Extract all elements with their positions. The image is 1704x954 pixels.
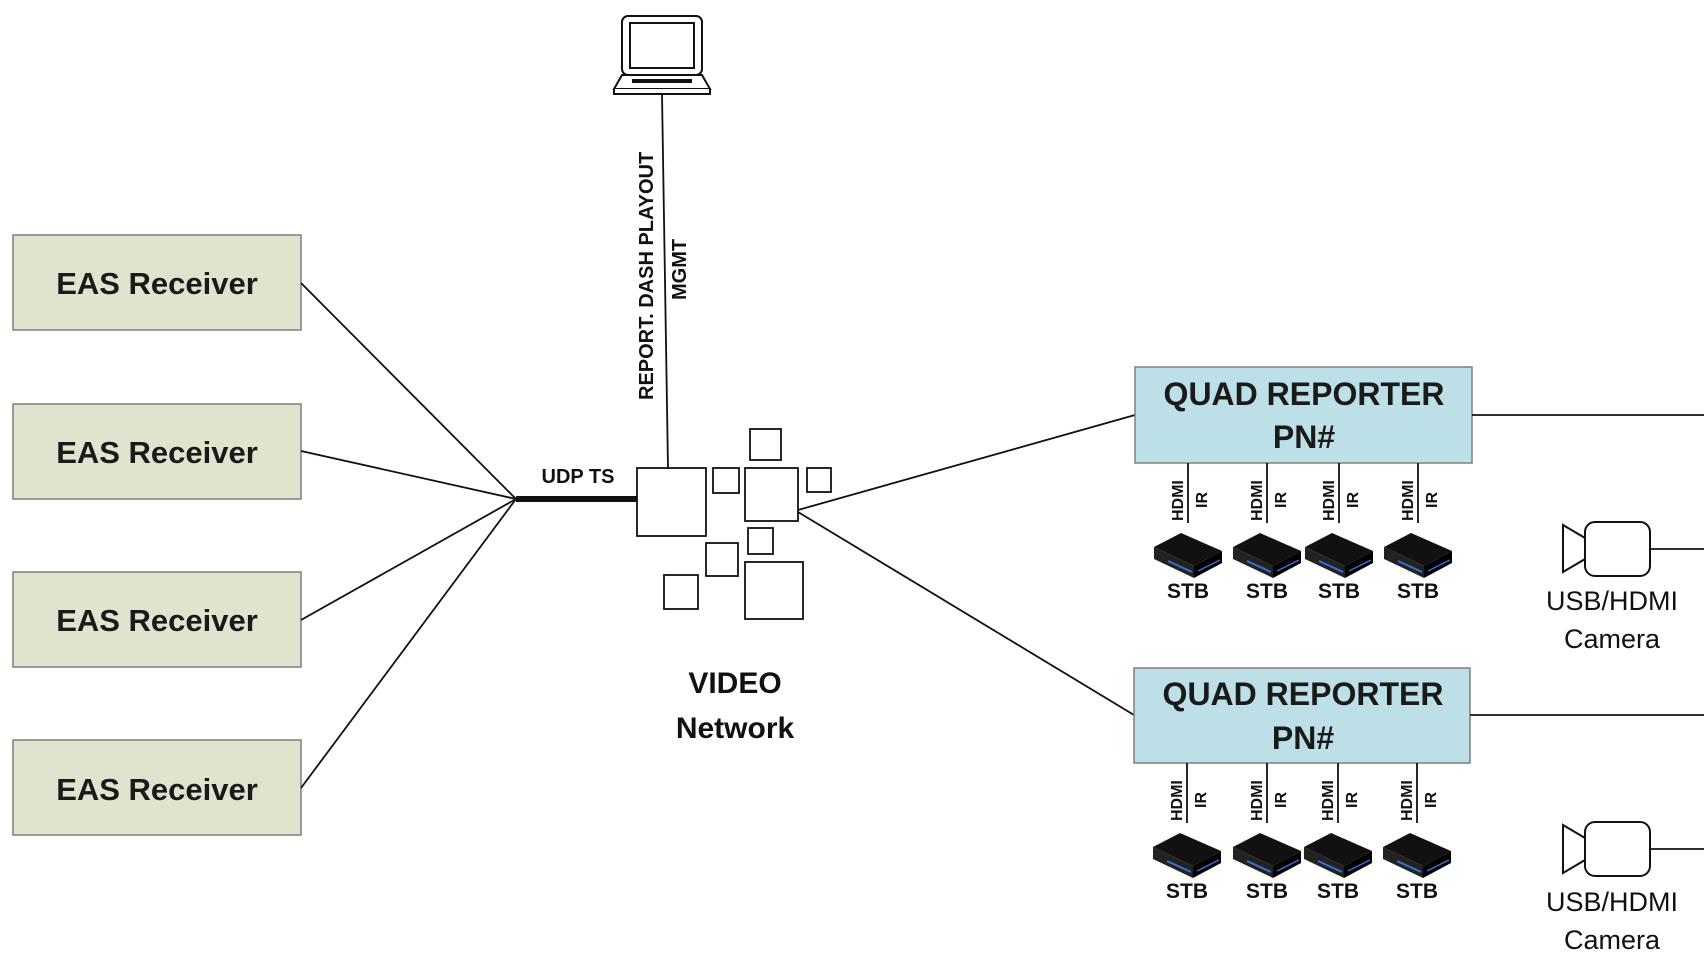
stb-label: STB <box>1317 880 1359 903</box>
quad-reporter-pn: PN# <box>1273 419 1335 455</box>
stb-icon[interactable] <box>1233 533 1301 578</box>
hdmi-label: HDMI <box>1170 480 1187 521</box>
ir-label: IR <box>1193 792 1210 808</box>
eas-receiver-label: EAS Receiver <box>56 772 258 807</box>
stb-icon[interactable] <box>1305 533 1373 578</box>
laptop-link-label-line2: MGMT <box>669 239 691 300</box>
stb-label: STB <box>1167 580 1209 603</box>
network-label-line2: Network <box>676 712 795 745</box>
hdmi-label: HDMI <box>1400 480 1417 521</box>
eas-receiver-label: EAS Receiver <box>56 603 258 638</box>
quad-reporter-title: QUAD REPORTER <box>1163 676 1444 712</box>
laptop-link-label-line1: REPORT. DASH PLAYOUT <box>636 152 658 400</box>
ir-label: IR <box>1424 492 1441 508</box>
stb-label: STB <box>1246 880 1288 903</box>
hdmi-label: HDMI <box>1321 480 1338 521</box>
ir-label: IR <box>1345 492 1362 508</box>
hdmi-label: HDMI <box>1249 780 1266 821</box>
camera-label-line1: USB/HDMI <box>1546 586 1678 616</box>
quad-reporter-2[interactable]: QUAD REPORTER PN# <box>1133 667 1471 764</box>
eas-receiver-3[interactable]: EAS Receiver <box>12 571 302 668</box>
port-1-1: HDMI IR STB <box>1154 463 1222 603</box>
camera-label-line1: USB/HDMI <box>1546 887 1678 917</box>
stb-icon[interactable] <box>1154 533 1222 578</box>
network-label-line1: VIDEO <box>688 667 781 700</box>
quad-reporter-1[interactable]: QUAD REPORTER PN# <box>1134 366 1473 464</box>
camera-label-line2: Camera <box>1564 925 1661 954</box>
hdmi-label: HDMI <box>1169 780 1186 821</box>
port-2-1: HDMI IR STB <box>1153 763 1221 903</box>
ir-label: IR <box>1194 492 1211 508</box>
hdmi-label: HDMI <box>1320 780 1337 821</box>
camera-icon <box>1562 821 1651 877</box>
camera-1[interactable]: USB/HDMI Camera <box>1546 521 1704 654</box>
stb-icon[interactable] <box>1384 533 1452 578</box>
udp-ts-link: UDP TS <box>516 466 637 502</box>
stb-label: STB <box>1396 880 1438 903</box>
eas-receiver-4[interactable]: EAS Receiver <box>12 739 302 836</box>
stb-icon[interactable] <box>1233 833 1301 878</box>
laptop-icon[interactable] <box>612 15 712 95</box>
port-1-3: HDMI IR STB <box>1305 463 1373 603</box>
stb-icon[interactable] <box>1153 833 1221 878</box>
hdmi-label: HDMI <box>1399 780 1416 821</box>
quad-reporter-pn: PN# <box>1272 720 1334 756</box>
udp-ts-label: UDP TS <box>542 466 615 488</box>
stb-label: STB <box>1397 580 1439 603</box>
laptop-link-line <box>661 93 669 469</box>
eas-receiver-2[interactable]: EAS Receiver <box>12 403 302 500</box>
port-1-2: HDMI IR STB <box>1233 463 1301 603</box>
eas-receiver-1[interactable]: EAS Receiver <box>12 234 302 331</box>
ir-label: IR <box>1273 792 1290 808</box>
stb-icon[interactable] <box>1383 833 1451 878</box>
stb-label: STB <box>1246 580 1288 603</box>
ir-label: IR <box>1344 792 1361 808</box>
video-network-switch[interactable] <box>636 428 832 620</box>
quad-reporter-title: QUAD REPORTER <box>1164 376 1445 412</box>
camera-icon <box>1562 521 1651 577</box>
port-2-3: HDMI IR STB <box>1304 763 1372 903</box>
eas-receiver-label: EAS Receiver <box>56 435 258 470</box>
stb-label: STB <box>1318 580 1360 603</box>
camera-label-line2: Camera <box>1564 624 1661 654</box>
port-2-2: HDMI IR STB <box>1233 763 1301 903</box>
eas-receiver-label: EAS Receiver <box>56 266 258 301</box>
ir-label: IR <box>1423 792 1440 808</box>
camera-2[interactable]: USB/HDMI Camera <box>1546 821 1704 954</box>
port-2-4: HDMI IR STB <box>1383 763 1451 903</box>
hdmi-label: HDMI <box>1249 480 1266 521</box>
port-1-4: HDMI IR STB <box>1384 463 1452 603</box>
stb-icon[interactable] <box>1304 833 1372 878</box>
stb-label: STB <box>1166 880 1208 903</box>
ir-label: IR <box>1273 492 1290 508</box>
network-to-reporter-lines <box>797 414 1136 716</box>
eas-connection-lines <box>300 282 517 789</box>
